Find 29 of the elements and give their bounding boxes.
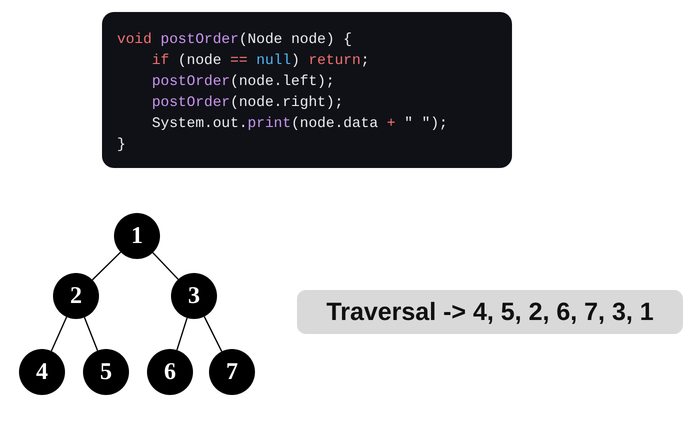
node-value: 7	[226, 360, 238, 384]
tree-node-circle	[19, 349, 65, 395]
traversal-result: Traversal -> 4, 5, 2, 6, 7, 3, 1	[326, 298, 654, 326]
tree-edge	[50, 316, 68, 352]
tree-node-circle	[53, 273, 99, 319]
code-line: }	[117, 136, 126, 155]
tree-node-circle	[147, 349, 193, 395]
tree-edge	[176, 318, 188, 350]
code-block	[102, 12, 512, 168]
tree-node-circle	[114, 213, 160, 259]
code-line: if (node == null) return;	[150, 52, 370, 71]
code-line: System.out.print(node.data + " ");	[150, 115, 448, 134]
tree-edge	[84, 317, 98, 351]
tree-node-circle	[171, 273, 217, 319]
tree-node-circle	[83, 349, 129, 395]
code-line: postOrder(node.left);	[150, 73, 335, 92]
code-line: void postOrder(Node node) {	[117, 31, 352, 50]
tree-edge	[152, 252, 179, 280]
node-value: 5	[100, 360, 112, 384]
node-value: 3	[188, 284, 200, 308]
node-value: 6	[164, 360, 176, 384]
node-value: 2	[70, 284, 82, 308]
tree-edge	[204, 316, 222, 352]
result-pill	[297, 290, 683, 334]
tree-edge	[92, 252, 122, 280]
tree-node-circle	[209, 349, 255, 395]
code-line: postOrder(node.right);	[150, 94, 344, 113]
node-value: 4	[36, 360, 48, 384]
node-value: 1	[131, 224, 143, 248]
